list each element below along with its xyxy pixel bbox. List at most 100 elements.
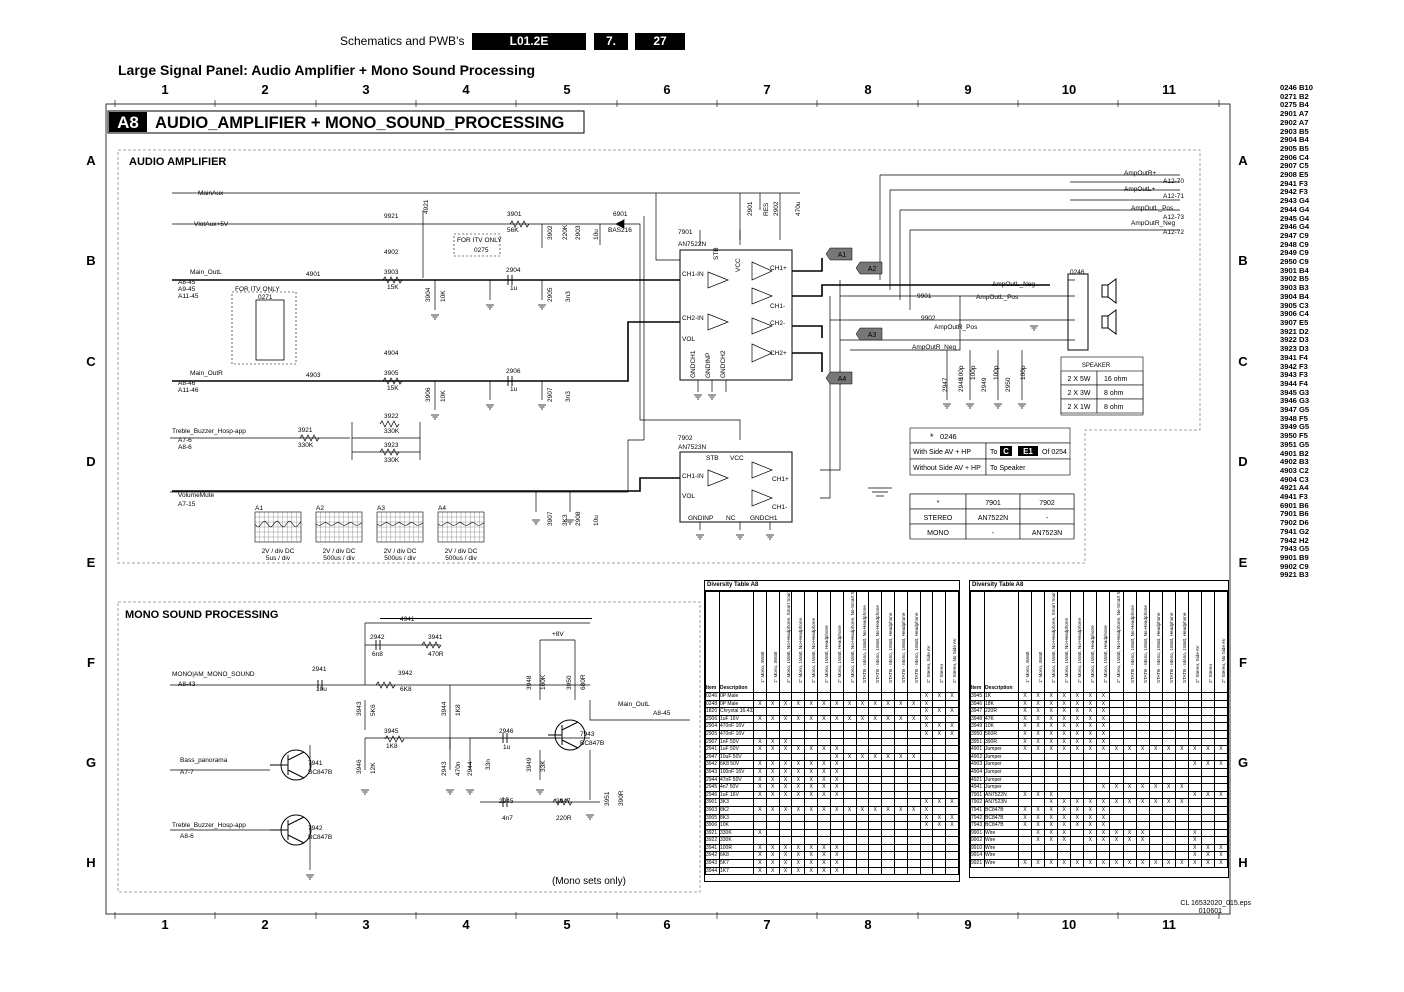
variant-mark [829, 836, 844, 845]
variant-mark [1213, 805, 1229, 815]
index-entry: 4921 A4 [1280, 483, 1309, 493]
variant-mark: X [804, 699, 819, 709]
variant-mark [893, 836, 908, 845]
variant-mark: X [1044, 707, 1059, 716]
variant-mark [868, 760, 883, 769]
variant-mark [1031, 775, 1046, 785]
variant-mark: X [753, 790, 767, 800]
variant-mark [945, 836, 959, 845]
connector-0246 [1067, 273, 1089, 351]
variant-mark: X [932, 722, 947, 731]
index-entry: 3945 G3 [1280, 387, 1310, 397]
ic-table-cell: AN7522N [978, 515, 1008, 522]
variant-mark [919, 859, 934, 868]
variant-mark [1200, 775, 1215, 785]
component-label-vertical: 2948 [958, 377, 965, 392]
variant-mark: X [753, 699, 767, 709]
variant-mark [1187, 767, 1202, 777]
variant-mark [1031, 760, 1046, 769]
variant-mark: X [1096, 783, 1111, 792]
variant-mark [1122, 813, 1137, 823]
variant-mark [893, 866, 908, 876]
variant-mark [1017, 775, 1033, 785]
variant-mark: X [829, 760, 844, 769]
index-entry: 3949 G5 [1280, 422, 1310, 432]
variant-mark: X [778, 699, 793, 709]
variant-mark [1200, 805, 1215, 815]
item-description: 470nF 16V [719, 729, 754, 739]
variant-mark [1083, 783, 1098, 792]
column-header-variant: 2" Mono, 1Watt, No-Headphone, No-Smart S… [842, 591, 857, 693]
variant-mark [932, 851, 947, 861]
variant-mark: X [1213, 790, 1229, 800]
variant-mark [855, 760, 870, 769]
item-code: 7901 [970, 790, 985, 800]
variant-mark: X [765, 714, 780, 724]
variant-mark [1083, 851, 1098, 861]
component-label: 6K8 [400, 686, 412, 693]
variant-mark: X [778, 866, 793, 876]
item-description: 330K [719, 828, 754, 838]
variant-mark: X [753, 745, 767, 754]
component-label: AmpOutR_Neg [1131, 220, 1175, 227]
variant-mark: X [1044, 714, 1059, 724]
speaker-impedance: 8 ohm [1104, 390, 1124, 397]
variant-mark [1070, 836, 1085, 845]
variant-mark [829, 813, 844, 823]
item-code: 2907 [705, 737, 720, 747]
variant-mark: X [1057, 828, 1072, 838]
variant-mark: X [919, 805, 934, 815]
variant-mark: X [1096, 828, 1111, 838]
variant-mark [1109, 843, 1124, 853]
variant-mark: X [1174, 798, 1189, 807]
grid-row-label: H [86, 855, 95, 870]
variant-mark: X [1213, 745, 1229, 754]
item-description: Jumper [984, 783, 1019, 792]
component-label-vertical: 33K [540, 760, 547, 772]
variant-mark [791, 707, 806, 716]
ground-icon [431, 314, 439, 320]
column-header-variant: STATB - Mono, 1Watt, Headphone [881, 591, 895, 693]
variant-mark: X [1187, 843, 1202, 853]
variant-mark: X [945, 798, 959, 807]
variant-mark [881, 851, 895, 861]
component-label: 7901 [678, 229, 693, 236]
variant-mark [932, 843, 947, 853]
variant-mark: X [829, 859, 844, 868]
variant-mark: X [842, 805, 857, 815]
variant-mark [1213, 767, 1229, 777]
variant-mark [1109, 699, 1124, 709]
component-label: CH1- [770, 303, 785, 310]
component-label: BC847B [580, 740, 604, 747]
variant-mark [791, 729, 806, 739]
variant-mark [842, 760, 857, 769]
variant-mark [842, 707, 857, 716]
variant-mark: X [1070, 821, 1085, 830]
variant-mark [765, 836, 780, 845]
variant-mark [804, 836, 819, 845]
svg-text:*: * [930, 432, 934, 442]
variant-mark [1070, 767, 1085, 777]
variant-mark [804, 722, 819, 731]
variant-mark [1148, 805, 1163, 815]
signal-flag-label: A4 [838, 376, 847, 383]
variant-mark [855, 859, 870, 868]
variant-mark: X [1213, 859, 1229, 868]
component-label: AN7522N [678, 241, 706, 248]
variant-mark [893, 760, 908, 769]
component-label: 3945 [384, 728, 399, 735]
variant-mark: X [778, 790, 793, 800]
variant-mark [945, 805, 959, 815]
column-header-variant: 2" Mono, 1Watt, No-Headphone [1057, 591, 1072, 693]
scope-label: A1 [255, 505, 263, 512]
variant-mark [1109, 714, 1124, 724]
variant-mark: X [868, 714, 883, 724]
variant-mark [765, 813, 780, 823]
component-label: Treble_Buzzer_Hosp-app [172, 822, 246, 829]
variant-mark: X [1057, 707, 1072, 716]
